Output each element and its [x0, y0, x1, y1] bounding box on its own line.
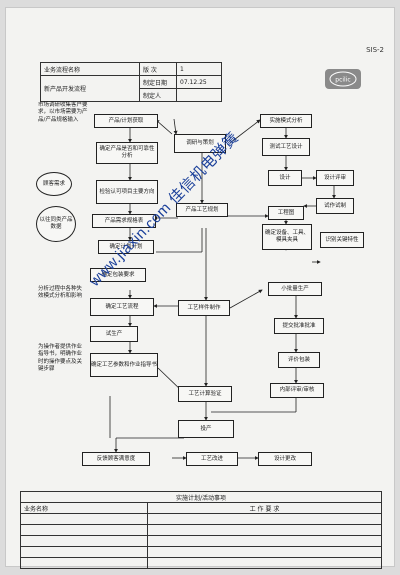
- footer-cell: [147, 546, 382, 558]
- flow-process-improve: 工艺改进: [186, 452, 238, 466]
- footer-cell: [147, 524, 382, 536]
- flow-user-needs-spec: 产品需求规格表: [92, 214, 156, 228]
- flow-product-opportunity: 产品/计划获取: [94, 114, 158, 128]
- footer-col-name: 业务名称: [20, 502, 148, 514]
- flow-work-instruction: 确定工艺参数和作业指导书: [90, 353, 158, 377]
- header-author-label: 制定人: [139, 88, 177, 102]
- flow-initial-review: 确定产品是否和可靠性分析: [96, 142, 158, 164]
- side-note-bottom: 为操作者提供作业指导书，明确作业时的操作要点及关键步骤: [38, 344, 83, 373]
- flow-submit-approval: 提交批准批准: [274, 318, 324, 334]
- flow-engineering-release: 工程图: [268, 206, 304, 220]
- flow-design-analysis: 实施模式分析: [260, 114, 312, 128]
- footer-cell: [147, 557, 382, 569]
- flow-trial-production: 试生产: [90, 326, 138, 342]
- flow-internal-audit: 内部评审/审核: [270, 383, 324, 398]
- company-logo: pcilic: [325, 69, 361, 89]
- flow-process-tech-plan: 产品工艺规划: [176, 203, 228, 217]
- logo-text: pcilic: [335, 77, 350, 84]
- header-table: 业务流程名称 版 次 1 新产品开发流程 制定日期 07.12.25 制定人: [40, 62, 222, 102]
- circle-product-history: 以往同类产品数据: [36, 206, 76, 242]
- side-note-top: 市场调研收集客户要求，以市场需要为产品/产品规格输入: [38, 102, 88, 123]
- footer-cell: [20, 546, 148, 558]
- flow-feedback: 反馈顾客满意度: [82, 452, 150, 466]
- flow-trial: 试作试制: [316, 198, 354, 214]
- footer-cell: [20, 557, 148, 569]
- footer-cell: [147, 513, 382, 525]
- header-author-value: [176, 88, 222, 102]
- footer-col-work: 工 作 要 求: [147, 502, 382, 514]
- footer-table: 实施计划/活动事项 业务名称 工 作 要 求: [20, 491, 382, 569]
- flow-schedule-plan: 确定计划计划: [98, 240, 154, 254]
- flow-connectors: [109, 118, 336, 460]
- document-code: SIS-2: [366, 46, 384, 54]
- footer-cell: [20, 535, 148, 547]
- footer-cell: [20, 513, 148, 525]
- flow-packaging-req: 确定包装要求: [90, 268, 146, 282]
- flow-design: 设计: [268, 170, 302, 186]
- flow-design-spec: 测试工艺设计: [262, 138, 310, 156]
- document-page: SIS-2 业务流程名称 版 次 1 新产品开发流程 制定日期 07.12.25…: [6, 8, 394, 569]
- flow-process-verify: 工艺计算验证: [178, 386, 232, 402]
- side-note-middle: 分析过程中各种失效模式分析和影响: [38, 286, 83, 300]
- flow-small-batch: 小批量生产: [268, 282, 322, 296]
- flow-research-plan: 调研与策划: [174, 134, 226, 153]
- header-process-name: 新产品开发流程: [40, 75, 140, 102]
- footer-title: 实施计划/活动事项: [20, 491, 382, 503]
- flow-first-sample: 工艺样件制作: [178, 300, 230, 316]
- flow-evaluate-package: 评价包装: [278, 352, 320, 368]
- flow-design-change: 设计更改: [258, 452, 312, 466]
- flow-equipment-confirm: 确定设备、工具、模具夹具: [262, 224, 312, 250]
- flow-process-flow: 确定工艺流程: [90, 298, 154, 316]
- flow-mass-production: 投产: [178, 420, 234, 438]
- footer-cell: [20, 524, 148, 536]
- flow-review: 设计评审: [316, 170, 354, 186]
- flow-key-characteristics: 识别关键特性: [320, 232, 364, 248]
- circle-customer-needs: 顾客需求: [36, 172, 72, 196]
- footer-cell: [147, 535, 382, 547]
- flow-project-confirm: 检验认可项目主要方向: [96, 180, 158, 204]
